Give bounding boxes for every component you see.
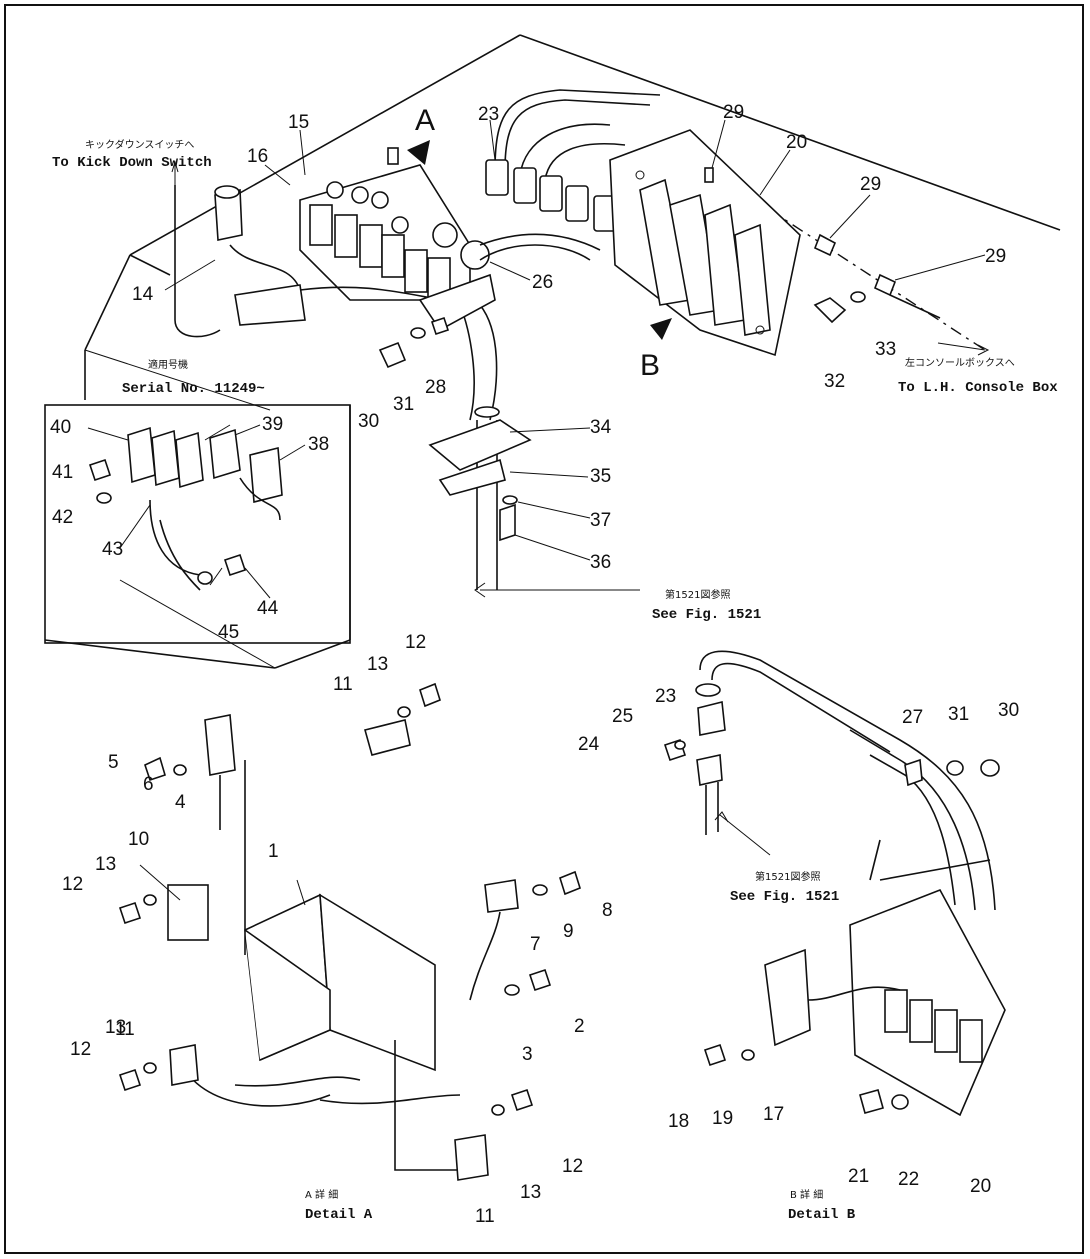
kick-down-connector xyxy=(171,160,306,338)
callout-12d: 12 xyxy=(562,1156,583,1177)
see-fig-a-jp: 第1521図参照 xyxy=(665,588,730,601)
callout-37: 37 xyxy=(590,510,611,531)
callout-42: 42 xyxy=(52,507,73,528)
serial-label: Serial No. 11249~ xyxy=(122,381,265,397)
callout-36: 36 xyxy=(590,552,611,573)
callout-23b: 23 xyxy=(655,686,676,707)
callout-16: 16 xyxy=(247,146,268,167)
callout-25: 25 xyxy=(612,706,633,727)
callout-23a: 23 xyxy=(478,104,499,125)
callout-31b: 31 xyxy=(948,704,969,725)
callout-14: 14 xyxy=(132,284,154,305)
callout-4: 4 xyxy=(175,792,186,813)
callout-19: 19 xyxy=(712,1108,733,1129)
detail-b-jp: B 詳 細 xyxy=(790,1188,823,1201)
callout-6: 6 xyxy=(143,774,154,795)
callout-34: 34 xyxy=(590,417,612,438)
detail-a-label: Detail A xyxy=(305,1207,373,1223)
console-label-jp: 左コンソールボックスへ xyxy=(905,356,1015,369)
callout-27: 27 xyxy=(902,707,923,728)
relay-block xyxy=(299,147,490,301)
see-fig-b: See Fig. 1521 xyxy=(730,889,839,905)
callout-13a: 13 xyxy=(367,654,388,675)
console-label: To L.H. Console Box xyxy=(898,380,1058,396)
callout-10: 10 xyxy=(128,829,149,850)
view-label-a: A xyxy=(415,104,435,137)
kick-down-label: To Kick Down Switch xyxy=(52,155,212,171)
detail-a-jp: A 詳 細 xyxy=(305,1188,338,1201)
switch-panel-upper xyxy=(609,129,801,357)
callout-20b: 20 xyxy=(970,1176,991,1197)
callout-32: 32 xyxy=(824,371,845,392)
callout-45: 45 xyxy=(218,622,239,643)
view-label-b: B xyxy=(640,349,660,382)
see-fig-b-jp: 第1521図参照 xyxy=(755,870,820,883)
callout-40: 40 xyxy=(50,417,71,438)
callout-12c: 12 xyxy=(70,1039,91,1060)
callout-38: 38 xyxy=(308,434,329,455)
callout-44: 44 xyxy=(257,598,279,619)
callout-11a: 11 xyxy=(333,674,353,695)
callout-30a: 30 xyxy=(358,411,379,432)
callout-29a: 29 xyxy=(723,102,744,123)
inset-relays xyxy=(88,426,283,591)
callout-31a: 31 xyxy=(393,394,414,415)
bolts-30-31-28 xyxy=(378,316,450,369)
callout-28: 28 xyxy=(425,377,446,398)
callout-1: 1 xyxy=(268,841,279,862)
callout-24: 24 xyxy=(578,734,600,755)
callout-8: 8 xyxy=(602,900,613,921)
callout-43: 43 xyxy=(102,539,123,560)
detail-b-label: Detail B xyxy=(788,1207,856,1223)
detail-b-parts xyxy=(663,650,1006,1117)
callout-29c: 29 xyxy=(985,246,1006,267)
detail-a-parts xyxy=(118,682,581,1181)
callout-30b: 30 xyxy=(998,700,1019,721)
assembly-outline xyxy=(44,34,1061,669)
bolt-32-washer-33 xyxy=(813,291,866,324)
callout-26: 26 xyxy=(532,272,553,293)
callout-39: 39 xyxy=(262,414,283,435)
callout-15: 15 xyxy=(288,112,309,133)
see-fig-a: See Fig. 1521 xyxy=(652,607,761,623)
detail-inset-box xyxy=(44,404,351,644)
callout-9: 9 xyxy=(563,921,574,942)
callout-35: 35 xyxy=(590,466,611,487)
callout-11c: 11 xyxy=(475,1206,495,1227)
kick-down-label-jp: キックダウンスイッチへ xyxy=(85,138,194,151)
callout-2: 2 xyxy=(574,1016,585,1037)
callout-41: 41 xyxy=(52,462,73,483)
callout-17: 17 xyxy=(763,1104,784,1125)
callout-18: 18 xyxy=(668,1111,689,1132)
connector-row xyxy=(485,89,661,232)
clips-29 xyxy=(704,167,941,319)
callout-20a: 20 xyxy=(786,132,807,153)
callout-11b: 11 xyxy=(115,1019,135,1040)
callout-29b: 29 xyxy=(860,174,881,195)
callout-13b: 13 xyxy=(95,854,116,875)
callout-33: 33 xyxy=(875,339,896,360)
callout-22: 22 xyxy=(898,1169,919,1190)
callout-5: 5 xyxy=(108,752,119,773)
callout-7: 7 xyxy=(530,934,541,955)
callout-12b: 12 xyxy=(62,874,83,895)
leader-lines xyxy=(87,119,990,906)
callout-3: 3 xyxy=(522,1044,533,1065)
plates-34-35 xyxy=(428,419,532,542)
serial-label-jp: 適用号機 xyxy=(148,358,188,371)
callout-21: 21 xyxy=(848,1166,869,1187)
view-arrows xyxy=(407,140,672,340)
callout-13d: 13 xyxy=(520,1182,541,1203)
callout-numbers: 15 16 14 23 29 20 29 29 26 32 33 30 31 2… xyxy=(50,102,1019,1227)
callout-12a: 12 xyxy=(405,632,426,653)
callout-13c: 13 xyxy=(105,1017,126,1038)
bracket-26 xyxy=(418,273,496,332)
